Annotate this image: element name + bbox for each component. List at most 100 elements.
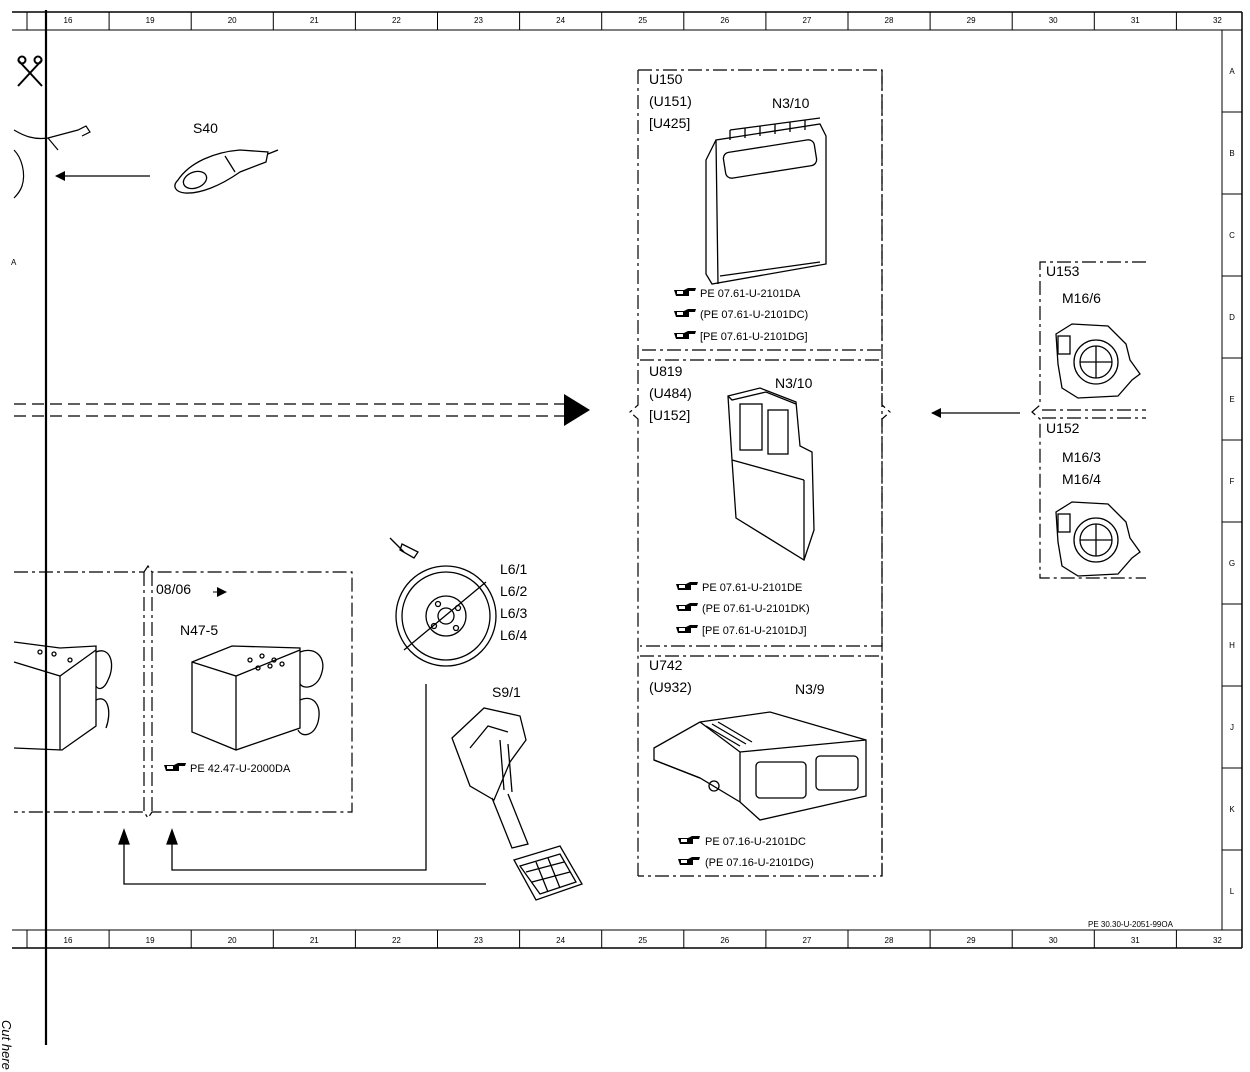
ecu-n3-10-compact-drawing [727,387,815,561]
throttle-u152-code: U152 [1046,420,1080,436]
s40-label: S40 [193,120,218,136]
l6-label-4: L6/4 [500,627,527,643]
reference-finger-icon [676,582,698,590]
n47-5-label: N47-5 [180,622,218,638]
column-label-top: 24 [556,16,565,25]
ecu-u150-code-2: (U151) [649,93,692,109]
throttle-u153-code: U153 [1046,263,1080,279]
column-label-top: 25 [638,16,647,25]
l6-label-1: L6/1 [500,561,527,577]
ecu-u819-ref-2: (PE 07.61-U-2101DK) [702,603,810,615]
column-label-top: 26 [720,16,729,25]
cut-here-text: Cut here [0,1020,14,1070]
row-label: K [1229,805,1235,814]
ecu-u819-ref-3: [PE 07.61-U-2101DJ] [702,625,807,637]
row-label: F [1230,477,1235,486]
column-label-top: 27 [802,16,811,25]
column-label-bottom: 31 [1131,936,1140,945]
ecu-u742-code-1: U742 [649,657,683,673]
column-label-bottom: 30 [1049,936,1058,945]
reference-finger-icon [678,836,700,844]
ecu-u819-code-1: U819 [649,363,683,379]
row-label: J [1230,723,1234,732]
ecu-u742-ref-1: PE 07.16-U-2101DC [705,836,806,848]
ecu-u819-label: N3/10 [775,375,813,391]
column-label-top: 29 [967,16,976,25]
throttle-group-box [1031,261,1146,579]
s9-1-label: S9/1 [492,684,521,700]
row-label: G [1229,559,1235,568]
column-label-bottom: 19 [146,936,155,945]
column-label-bottom: 16 [64,936,73,945]
column-label-bottom: 22 [392,936,401,945]
row-labels: A B C D E F G H J K L [1229,67,1235,896]
column-label-top: 30 [1049,16,1058,25]
ecu-group-box [629,69,891,877]
column-label-bottom: 20 [228,936,237,945]
n47-5-date: 08/06 [156,581,191,597]
row-label: H [1229,641,1235,650]
reference-finger-icon [676,625,698,633]
steering-column-partial [13,125,91,199]
signal-return-lines [118,684,486,885]
row-label: E [1229,395,1234,404]
column-label-top: 19 [146,16,155,25]
ecu-u150-label: N3/10 [772,95,810,111]
row-label: L [1230,887,1235,896]
column-label-bottom: 21 [310,936,319,945]
reference-finger-icon [674,288,696,296]
sheet-reference: PE 30.30-U-2051-99OA [1088,920,1174,929]
ecu-n3-9-drawing [653,711,867,821]
row-label: C [1229,231,1235,240]
column-label-top: 21 [310,16,319,25]
n47-5-box [14,564,353,820]
ecu-n3-10-drawing [705,117,827,285]
column-label-bottom: 25 [638,936,647,945]
throttle-u152-label-2: M16/4 [1062,471,1101,487]
left-row-marker: A [11,258,17,267]
l6-label-2: L6/2 [500,583,527,599]
ecu-u150-ref-2: (PE 07.61-U-2101DC) [700,309,808,321]
ecu-u742-ref-2: (PE 07.16-U-2101DG) [705,857,814,869]
wheel-speed-sensor-drawing [389,537,497,667]
column-label-bottom: 24 [556,936,565,945]
column-label-top: 20 [228,16,237,25]
column-label-bottom: 26 [720,936,729,945]
row-label: B [1229,149,1234,158]
l6-label-3: L6/3 [500,605,527,621]
throttle-valve-drawing [1055,501,1141,577]
ecu-u819-code-3: [U152] [649,407,690,423]
row-label: D [1229,313,1235,322]
throttle-u152-label-1: M16/3 [1062,449,1101,465]
column-label-top: 28 [885,16,894,25]
column-label-bottom: 29 [967,936,976,945]
ecu-u742-code-2: (U932) [649,679,692,695]
column-label-bottom: 23 [474,936,483,945]
ecu-u150-code-1: U150 [649,71,683,87]
grid-frame [12,10,1243,1045]
scissors-icon [17,55,43,87]
ecu-u819-ref-1: PE 07.61-U-2101DE [702,582,802,594]
ecu-u742-label: N3/9 [795,681,825,697]
esp-unit-drawing [191,645,324,751]
ecu-u819-code-2: (U484) [649,385,692,401]
column-label-top: 31 [1131,16,1140,25]
throttle-u153-label: M16/6 [1062,290,1101,306]
column-label-top: 32 [1213,16,1222,25]
ecu-u150-ref-3: [PE 07.61-U-2101DG] [700,331,808,343]
n47-5-ref: PE 42.47-U-2000DA [190,763,291,775]
ecu-u150-ref-1: PE 07.61-U-2101DA [700,288,801,300]
column-label-top: 23 [474,16,483,25]
row-label: A [1229,67,1235,76]
reference-finger-icon [164,763,186,771]
column-label-top: 16 [64,16,73,25]
can-bus-connection [14,394,590,426]
column-label-top: 22 [392,16,401,25]
reference-finger-icon [674,331,696,339]
column-labels-top: 16 19 20 21 22 23 24 25 26 27 28 29 30 31 32 [64,16,1223,25]
s40-switch-drawing [174,149,279,194]
esp-unit-partial-drawing [13,641,113,751]
ecu-u150-code-3: [U425] [649,115,690,131]
